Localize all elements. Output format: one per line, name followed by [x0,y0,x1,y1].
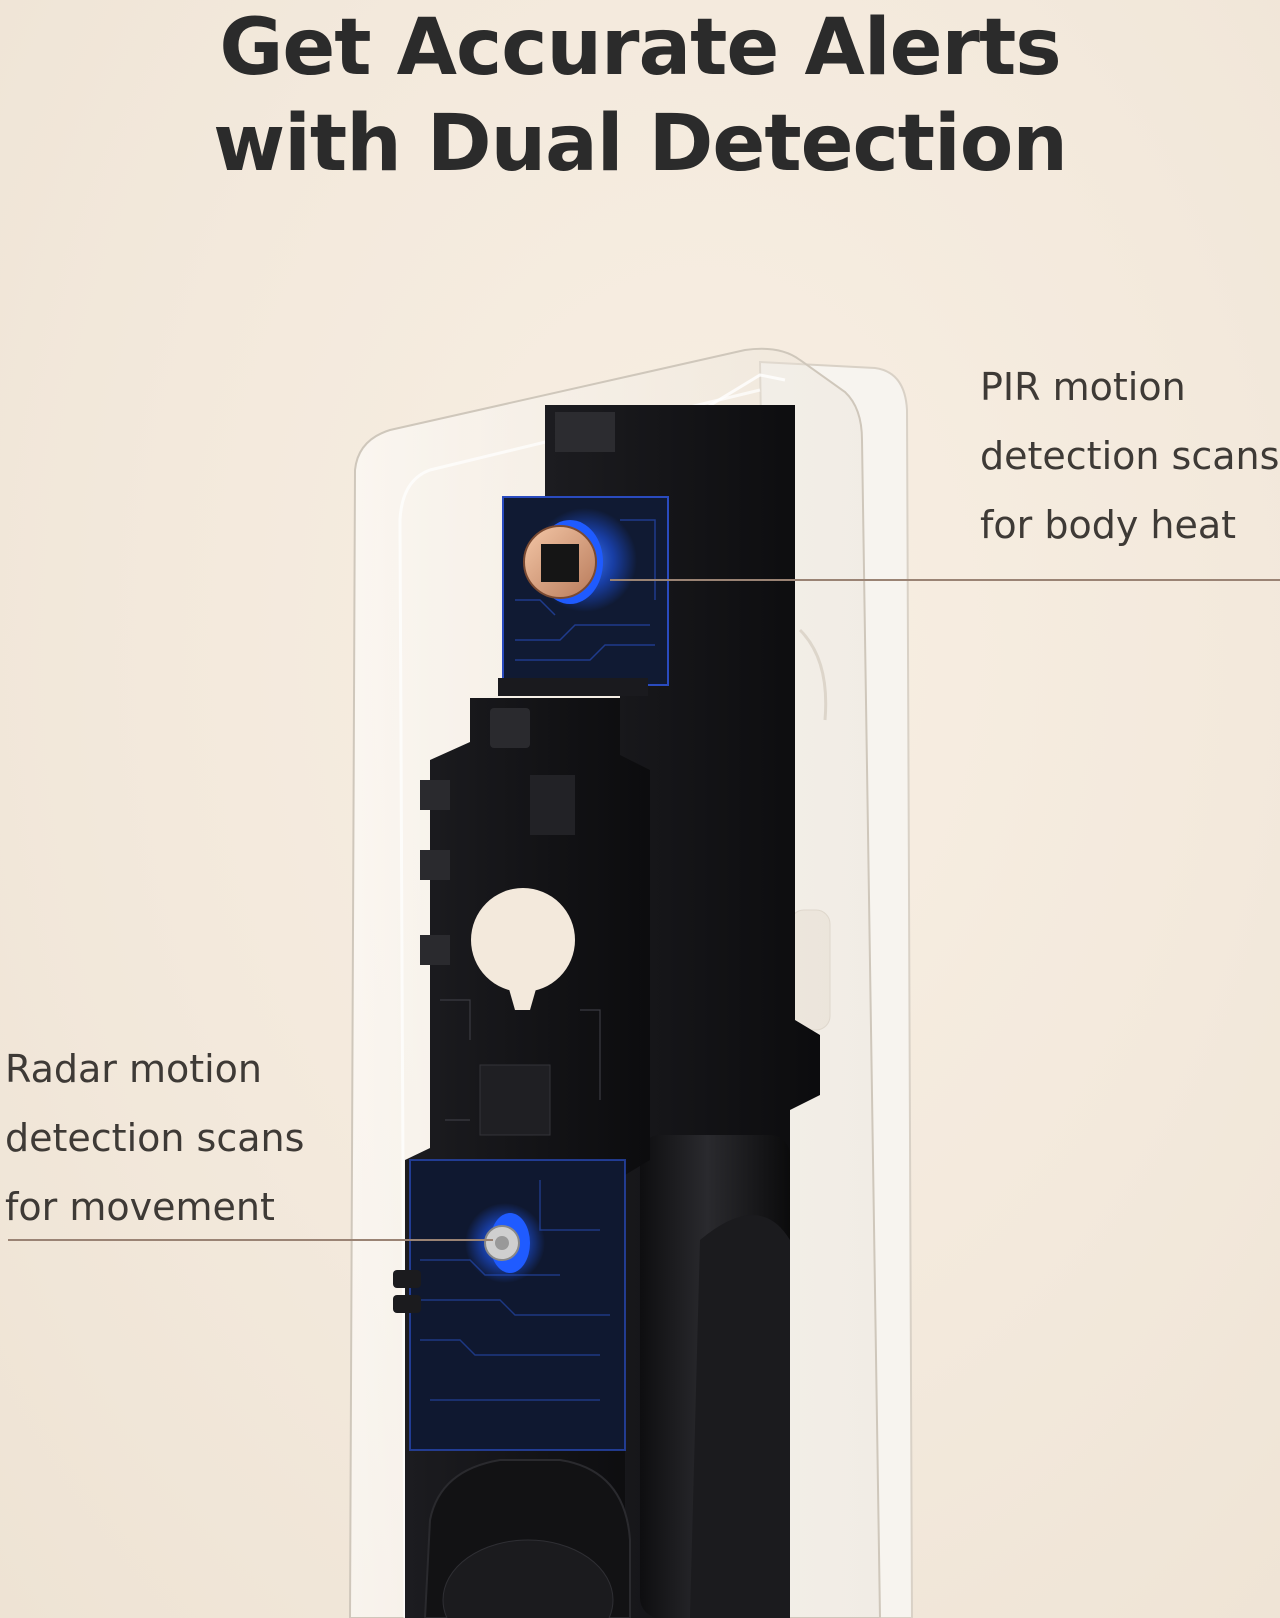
pir-leader-line [610,579,1280,581]
title-line-1: Get Accurate Alerts [219,3,1061,93]
pir-callout-line-1: PIR motion [980,365,1186,409]
page-title: Get Accurate Alerts with Dual Detection [0,0,1280,192]
pir-callout: PIR motion detection scans for body heat [980,353,1279,560]
radar-callout-line-1: Radar motion [5,1047,263,1091]
title-line-2: with Dual Detection [213,99,1068,189]
internal-frame [545,405,820,1618]
speaker-module [423,1459,631,1618]
pir-callout-line-3: for body heat [980,503,1237,547]
pir-sensor-board [498,496,669,696]
radar-callout-line-2: detection scans [5,1116,305,1160]
pir-callout-line-2: detection scans [980,434,1280,478]
radar-leader-line [8,1239,493,1241]
radar-sensor-board [393,1159,626,1451]
radar-callout: Radar motion detection scans for movemen… [5,1035,304,1242]
radar-callout-line-3: for movement [5,1185,275,1229]
